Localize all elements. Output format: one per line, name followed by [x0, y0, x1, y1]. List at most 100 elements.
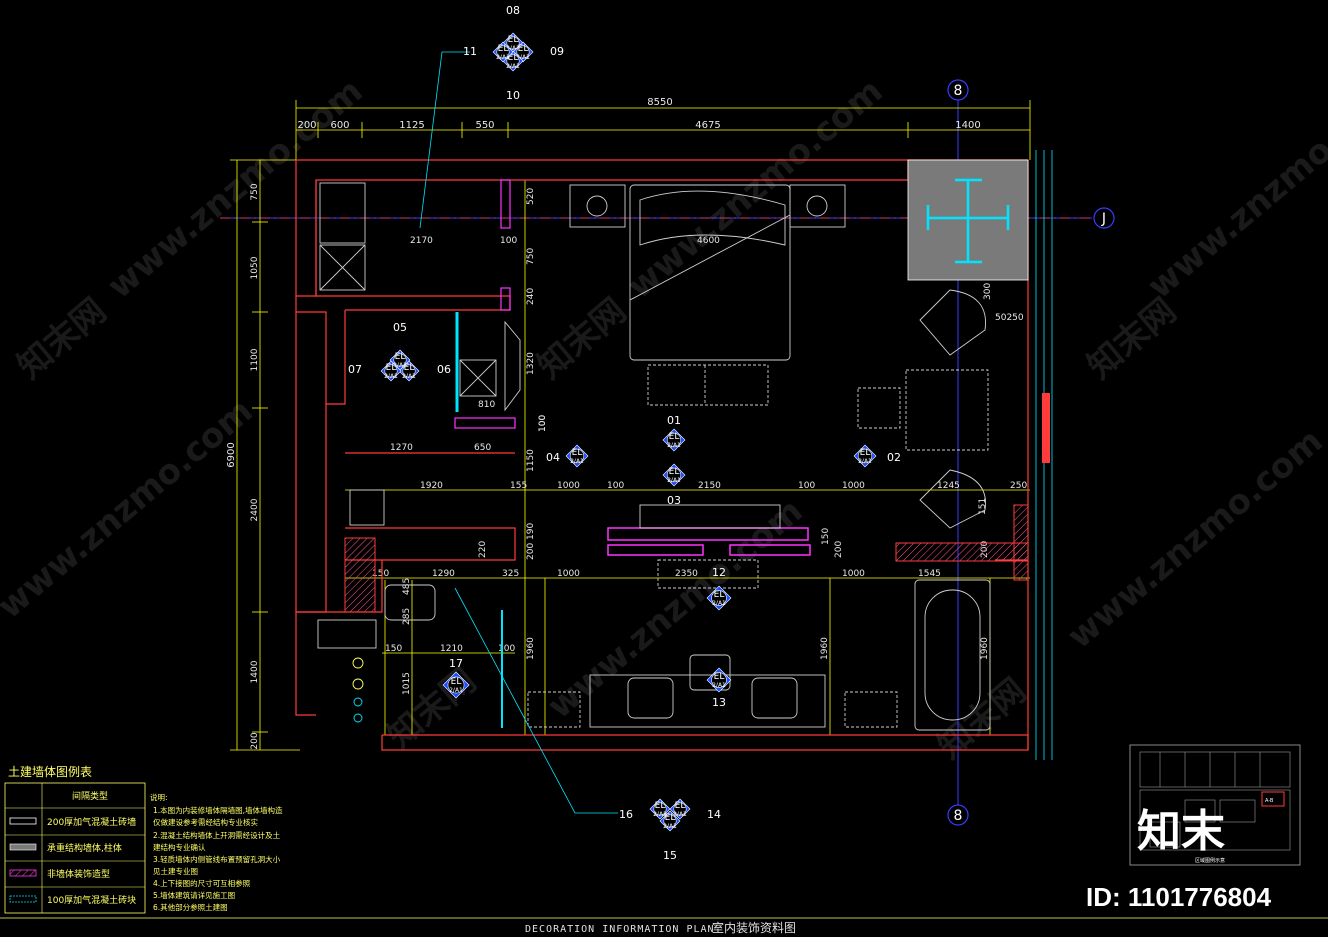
dim-label: 240	[526, 288, 536, 305]
elevation-sheet-label: 2/A1	[667, 442, 681, 449]
hatched-wall-bath	[344, 537, 376, 613]
note-line: 建结构专业确认	[153, 842, 206, 852]
wall-bath-west	[295, 560, 383, 716]
grid-bubble-bottom	[947, 804, 969, 826]
elevation-el-label: EL	[669, 467, 680, 477]
elevation-symbol: EL2/A1	[492, 41, 514, 63]
watermark-brand: 知末网	[530, 291, 634, 387]
watermark-url: www.znzmo.com	[0, 391, 260, 627]
legend-swatch-outline	[9, 817, 37, 825]
dim-label: 100	[798, 481, 815, 491]
dimension-lines	[230, 100, 1031, 751]
sink-left	[627, 677, 674, 719]
bathtub-outer	[914, 579, 991, 731]
grid-axis-label-right: J	[1101, 211, 1106, 227]
key-plan-highlight-label: A-B	[1265, 798, 1274, 804]
dim-top-seg: 1400	[955, 120, 980, 131]
dimension-labels: 8550 200 600 1125 550 4675 1400 6900 750…	[226, 97, 981, 750]
dim-label: 2170	[410, 236, 433, 246]
elevation-sheet-label: 2/A1	[712, 600, 726, 607]
elevation-el-label: EL	[675, 801, 686, 811]
elevation-symbol: EL2/A1	[706, 585, 732, 611]
dim-label: 750	[526, 248, 536, 265]
grid-axis-label-bottom: 8	[954, 808, 963, 824]
dim-label: 100	[607, 481, 624, 491]
decor-shelf	[607, 544, 704, 556]
dressing-stool	[459, 359, 497, 397]
dim-label: 1320	[526, 352, 536, 375]
wall-west-mid	[295, 312, 327, 613]
elevation-sheet-label: 2/A1	[506, 63, 520, 70]
fixture-knob	[352, 657, 364, 669]
dim-label: 150	[385, 644, 402, 654]
nightstand-left	[569, 184, 626, 228]
dressing-mirror	[504, 320, 521, 412]
dim-label: 1015	[402, 672, 412, 695]
dim-label: 200	[526, 543, 536, 560]
dim-label: 1210	[440, 644, 463, 654]
elevation-symbol: EL2/A1	[649, 798, 671, 820]
legend-title: 土建墙体图例表	[8, 765, 92, 779]
dim-label: 100	[500, 236, 517, 246]
elevation-marker-number: 12	[712, 566, 726, 579]
dim-left-seg: 200	[250, 732, 260, 749]
armchair-top	[919, 289, 987, 356]
note-line: 6.其他部分参照土建图	[153, 902, 228, 912]
elevation-marker-number: 07	[348, 363, 362, 376]
basin-counter	[317, 619, 377, 649]
wall-south	[381, 734, 1029, 751]
decor-panel	[454, 417, 516, 429]
wall-west-upper	[295, 296, 346, 405]
bathtub-inner	[924, 589, 981, 721]
closet-shelf	[349, 489, 385, 526]
legend-row-label: 200厚加气混凝土砖墙	[47, 816, 136, 828]
legend-swatch-magenta	[9, 869, 37, 877]
elevation-sheet-label: 2/A1	[712, 682, 726, 689]
note-line: 1.本图为内装修墙体隔墙图,墙体墙构造	[153, 805, 283, 815]
dim-top-seg: 600	[330, 120, 349, 131]
dim-label: 1245	[937, 481, 960, 491]
elevation-sheet-label: 2/A1	[393, 362, 407, 369]
legend-swatch-hatch	[9, 895, 37, 903]
note-line: 仅做建设参考需经结构专业核实	[153, 817, 258, 827]
elevation-symbol: EL2/A1	[565, 444, 589, 468]
elevation-el-label: EL	[665, 813, 676, 823]
sink-right	[751, 677, 798, 719]
window-frame-east	[1042, 393, 1050, 463]
key-plan-highlight	[1261, 791, 1285, 807]
title-chinese: 室内装饰资料图	[712, 920, 796, 935]
dim-label: 1545	[918, 569, 941, 579]
dim-label: 1960	[820, 637, 830, 660]
dim-label: 2150	[698, 481, 721, 491]
watermark-brand: 知末网	[10, 291, 114, 387]
elevation-sheet-label: 2/A1	[663, 823, 677, 830]
column-cross-mark	[926, 178, 1010, 264]
nightstand-right	[789, 184, 846, 228]
note-line: 4.上下接图的尺寸可互相参照	[153, 878, 251, 888]
dim-label: 1960	[980, 637, 990, 660]
dim-label: 250	[1010, 481, 1027, 491]
elevation-marker-number: 05	[393, 321, 407, 334]
elevation-symbol: EL2/A1	[853, 444, 877, 468]
dim-label: 1000	[557, 569, 580, 579]
elevation-marker-number: 13	[712, 696, 726, 709]
dim-label: 150	[821, 528, 831, 545]
elevation-marker-number: 03	[667, 494, 681, 507]
dim-label: 1000	[842, 481, 865, 491]
elevation-sheet-label: 2/A1	[402, 373, 416, 380]
elevation-el-label: EL	[498, 44, 509, 54]
elevation-symbol: EL2/A1	[380, 360, 402, 382]
leader-lines	[419, 51, 618, 814]
dim-label: 150	[372, 569, 389, 579]
elevation-symbol: EL2/A1	[659, 810, 681, 832]
note-line: 见土建专业图	[153, 866, 198, 876]
watermark-brand: 知末网	[1080, 291, 1184, 387]
dim-left-seg: 1050	[250, 256, 260, 279]
dim-label: 650	[474, 443, 491, 453]
elevation-el-label: EL	[669, 432, 680, 442]
elevation-symbol: EL2/A1	[398, 360, 420, 382]
elevation-marker-number: 04	[546, 451, 560, 464]
fixture-knob	[353, 697, 363, 707]
dim-label: 2350	[675, 569, 698, 579]
